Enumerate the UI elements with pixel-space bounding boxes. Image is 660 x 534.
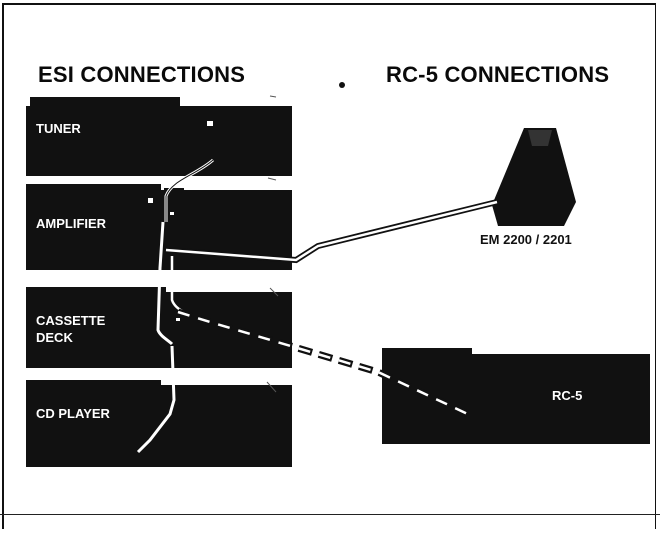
rc5-dashed-link xyxy=(176,308,474,420)
bottom-rule xyxy=(0,514,660,515)
amplifier-connector xyxy=(148,198,153,203)
tuner-top-shadow xyxy=(30,97,180,107)
cd-top-panel xyxy=(26,380,161,390)
separator-dot xyxy=(339,82,345,88)
diagram-frame xyxy=(2,3,656,529)
rc5-unit-label: RC-5 xyxy=(552,388,583,403)
esi-trunk-wire xyxy=(156,221,174,346)
esi-connections-heading: ESI CONNECTIONS xyxy=(38,62,246,87)
cd-player-label: CD PLAYER xyxy=(36,406,110,421)
rc5-top-shadow xyxy=(382,348,472,358)
cassette-deck-label: CASSETTE DECK xyxy=(36,313,106,345)
em-device-label: EM 2200 / 2201 xyxy=(480,232,572,247)
tuner-label: TUNER xyxy=(36,121,81,136)
em-wire xyxy=(165,199,498,264)
rc5-unit: RC-5 xyxy=(382,354,650,444)
em-device-icon xyxy=(492,128,576,226)
rc5-connections-heading: RC-5 CONNECTIONS xyxy=(386,62,610,87)
amplifier-label: AMPLIFIER xyxy=(36,216,107,231)
amplifier-top-panel xyxy=(26,184,161,196)
tuner-connector xyxy=(207,121,213,126)
cassette-top-panel xyxy=(26,287,166,297)
cd-wire xyxy=(136,345,176,454)
tuner-unit: TUNER xyxy=(26,106,292,176)
